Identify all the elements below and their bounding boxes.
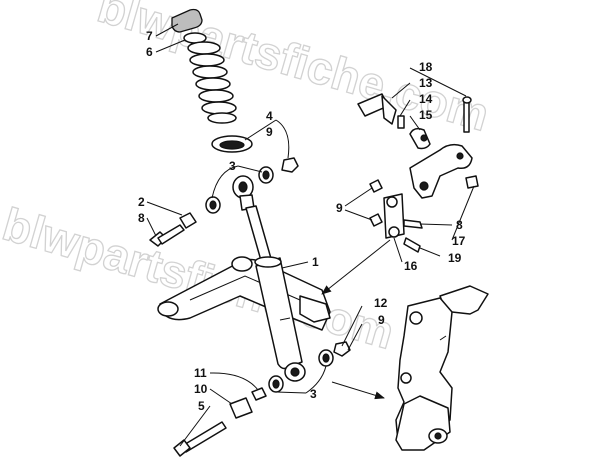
callout-9-lower: 9 <box>378 313 385 327</box>
spring-seat <box>211 135 253 153</box>
callout-labels: 1 2 3 3 4 5 6 7 8 8 9 9 9 10 11 12 13 14… <box>138 29 466 413</box>
callout-9-linkage: 9 <box>336 201 343 215</box>
callout-14: 14 <box>419 92 433 106</box>
callout-5: 5 <box>198 399 205 413</box>
callout-13: 13 <box>419 76 433 90</box>
watermark-top: blwpartsfiche.com <box>92 0 495 141</box>
lower-hardware <box>173 341 351 457</box>
steering-knuckle <box>395 285 489 451</box>
callout-3-upper: 3 <box>229 159 236 173</box>
callout-8-left: 8 <box>138 211 145 225</box>
callout-7: 7 <box>146 29 153 43</box>
callout-8-right: 8 <box>456 218 463 232</box>
callout-19: 19 <box>448 251 462 265</box>
leader-lines <box>146 23 475 447</box>
callout-2: 2 <box>138 195 145 209</box>
linkage-hardware <box>357 93 479 253</box>
callout-4: 4 <box>266 109 273 123</box>
callout-10: 10 <box>194 382 208 396</box>
coil-spring <box>187 41 237 124</box>
upper-hardware <box>149 157 299 247</box>
callout-3-lower: 3 <box>310 387 317 401</box>
shock-absorber <box>232 175 306 382</box>
callout-16: 16 <box>404 259 418 273</box>
callout-12: 12 <box>374 296 388 310</box>
callout-15: 15 <box>419 108 433 122</box>
callout-6: 6 <box>146 45 153 59</box>
spring-cap <box>171 8 203 33</box>
callout-17: 17 <box>452 234 466 248</box>
callout-9-upper: 9 <box>266 125 273 139</box>
watermark-middle: blwpartsfiche.com <box>0 198 400 359</box>
callout-11: 11 <box>194 366 207 380</box>
callout-1: 1 <box>312 255 319 269</box>
callout-18: 18 <box>419 60 433 74</box>
assembly-arrows <box>321 239 391 400</box>
